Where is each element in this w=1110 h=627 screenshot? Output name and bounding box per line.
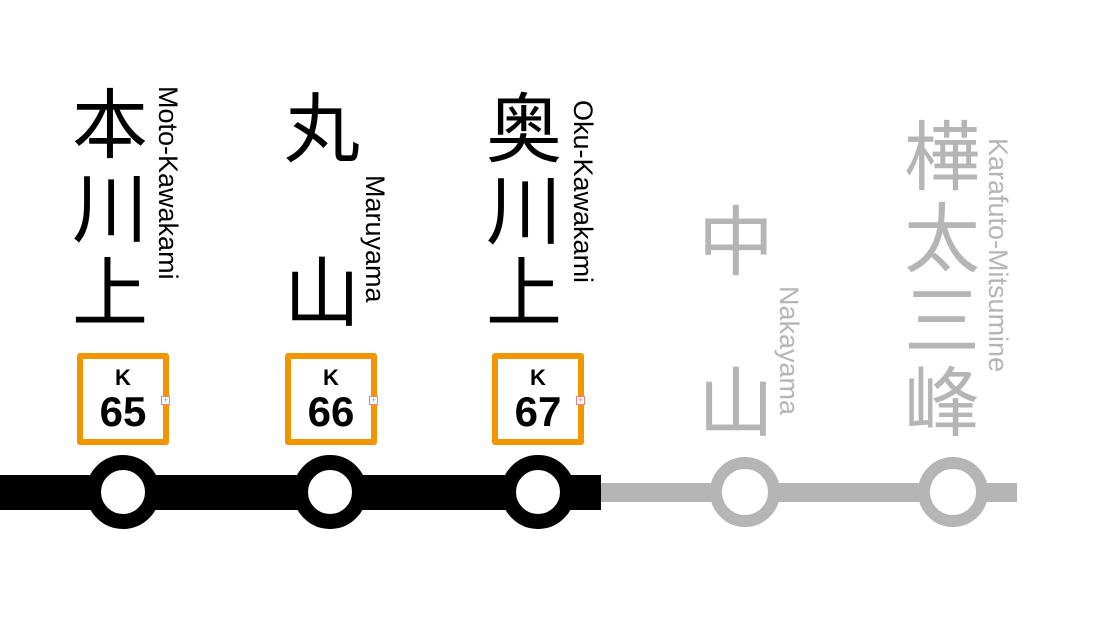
station-marker-oku-kawakami[interactable] [501, 455, 575, 529]
station-number-badge: K 66 [285, 353, 377, 445]
station-name-kanji: 峰 [904, 359, 980, 448]
station-name-kanji: 本 [72, 81, 148, 170]
station-marker-karafuto-mitsumine[interactable] [918, 457, 988, 527]
station-name-kanji: 丸 [284, 85, 360, 174]
anchor-marker-icon: + [369, 396, 378, 405]
station-name-kanji: 上 [486, 249, 562, 338]
station-name-romaji: Oku-Kawakami [568, 100, 598, 284]
line-code: K [530, 365, 546, 390]
station-name-romaji: Moto-Kawakami [153, 86, 183, 280]
station-name-kanji: 中 [698, 198, 774, 287]
station-name-romaji: Karafuto-Mitsumine [983, 138, 1013, 373]
anchor-marker-icon: + [161, 396, 170, 405]
station-name-kanji: 山 [698, 359, 774, 448]
line-code: K [323, 365, 339, 390]
station-number-badge: K 67 [492, 353, 584, 445]
station-name-kanji: 樺 [904, 113, 980, 202]
station-number-badge: K 65 [77, 353, 169, 445]
station-name-kanji: 奥 [486, 85, 562, 174]
station-marker-maruyama[interactable] [293, 455, 367, 529]
inactive-line [601, 483, 1017, 502]
line-code: K [115, 365, 131, 390]
station-name-kanji: 上 [72, 249, 148, 338]
station-name-romaji: Nakayama [774, 286, 804, 416]
station-name-romaji: Maruyama [360, 175, 390, 303]
station-name-kanji: 山 [284, 249, 360, 338]
station-name-kanji: 川 [486, 167, 562, 256]
station-name-kanji: 三 [904, 277, 980, 366]
station-number: 66 [307, 388, 355, 435]
station-name-kanji: 川 [72, 165, 148, 254]
station-number: 67 [514, 388, 562, 435]
station-name-kanji: 太 [904, 195, 980, 284]
station-number: 65 [99, 388, 147, 435]
anchor-marker-icon: + [576, 396, 585, 405]
station-marker-nakayama[interactable] [710, 457, 780, 527]
station-marker-moto-kawakami[interactable] [86, 455, 160, 529]
